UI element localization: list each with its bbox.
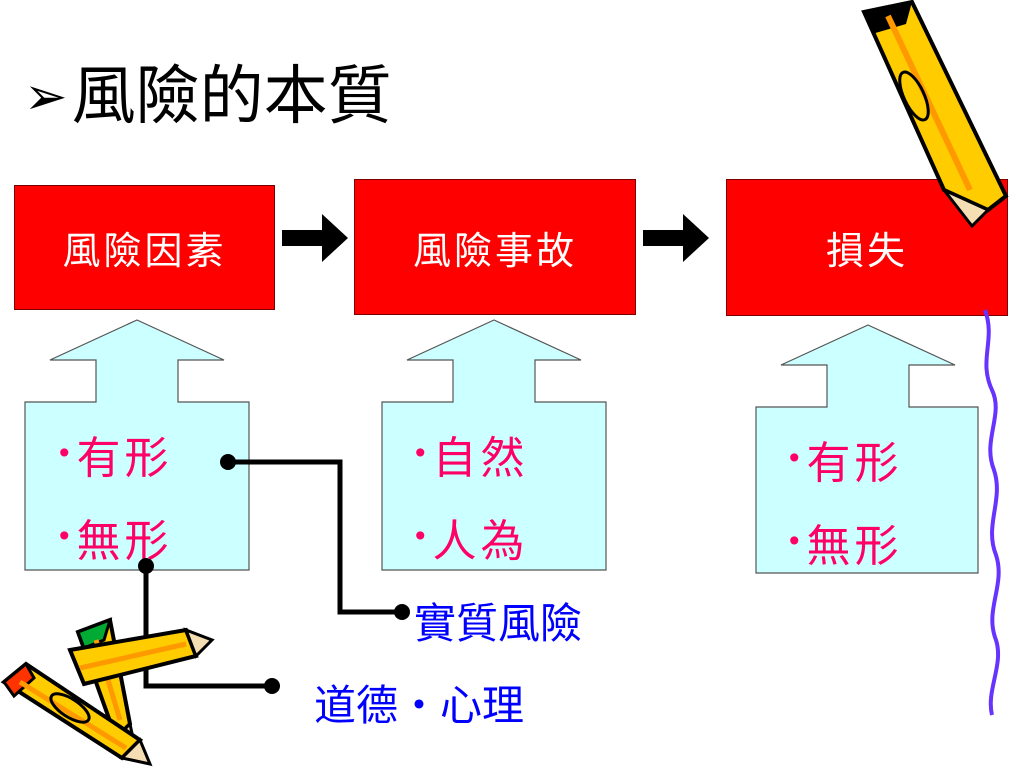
risk-event-box: 風險事故 bbox=[354, 179, 636, 315]
detail-item: •有形 bbox=[56, 433, 173, 484]
up-arrow-callout-shape bbox=[24, 319, 250, 571]
up-arrow-callout-shape bbox=[755, 324, 979, 574]
connector-substantial-line bbox=[220, 454, 410, 620]
detail-item: •有形 bbox=[786, 438, 903, 489]
right-arrow-icon bbox=[282, 214, 348, 262]
detail-item: •無形 bbox=[786, 521, 903, 572]
risk-factor-box: 風險因素 bbox=[14, 185, 275, 310]
detail-item: •人為 bbox=[412, 516, 529, 567]
up-arrow-callout-shape bbox=[381, 319, 607, 571]
right-arrow-icon bbox=[643, 214, 709, 262]
risk-factor-details: •有形 •無形 bbox=[56, 415, 173, 581]
arrowhead-bullet-icon: ➢ bbox=[24, 67, 68, 127]
page-title: ➢ 風險的本質 bbox=[24, 52, 392, 142]
loss-details: •有形 •無形 bbox=[786, 420, 903, 586]
risk-event-details: •自然 •人為 bbox=[412, 415, 529, 581]
substantial-risk-label: 實質風險 bbox=[414, 599, 583, 648]
moral-psychological-label: 道德・心理 bbox=[314, 681, 525, 730]
detail-item: •自然 bbox=[412, 433, 529, 484]
crossed-pencils-icon bbox=[0, 617, 215, 767]
title-text: 風險的本質 bbox=[71, 60, 392, 134]
connector-moral-line bbox=[138, 558, 280, 694]
detail-item: •無形 bbox=[56, 516, 173, 567]
squiggle-line-decoration bbox=[983, 309, 1001, 716]
pencil-icon bbox=[861, 0, 1009, 229]
